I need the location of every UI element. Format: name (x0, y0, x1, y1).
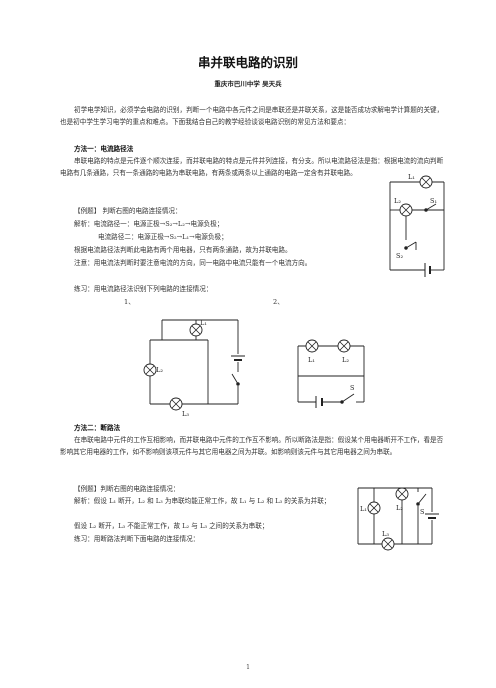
method1-note: 注意：用电流法判断时要注意电流的方向，同一电路中电流只能有一个电流方向。 (74, 259, 312, 267)
method2-heading: 方法二：断路法 (74, 424, 121, 432)
label-l1: L₁ (200, 319, 207, 327)
bulb-l1-icon (419, 175, 433, 189)
bulb-l1-icon (367, 501, 381, 515)
practice-number-2: 2、 (273, 298, 284, 306)
battery-icon (424, 263, 431, 277)
label-l3: L₃ (182, 410, 189, 418)
bulb-l2-icon (337, 339, 351, 353)
battery-icon (231, 354, 245, 362)
label-s: S (420, 508, 424, 516)
page-title: 串并联电路的识别 (197, 55, 298, 70)
label-l2: L₂ (396, 504, 403, 512)
method2-practice: 练习：用断路法判断下面电路的连接情况： (74, 535, 200, 543)
label-l1: L₁ (360, 505, 367, 513)
battery-icon (425, 512, 439, 520)
method2-example: 【例题】判断右图的电路连接情况： (74, 485, 180, 493)
label-s1: S₁ (430, 197, 437, 205)
label-l2: L₂ (156, 366, 163, 374)
circuit-example-1: L₁ L₂ S₁ S₂ (389, 173, 445, 277)
battery-icon (315, 396, 323, 408)
label-l1: L₁ (308, 356, 315, 364)
practice-number-1: 1、 (124, 298, 135, 306)
bulb-l1-icon (305, 339, 319, 353)
switch-s-icon (231, 372, 241, 386)
method2-analysis-1: 解析：假设 L₁ 断开，L₂ 和 L₃ 为串联均能正常工作，故 L₁ 与 L₂ … (74, 497, 331, 505)
method2-description: 在串联电路中元件的工作互相影响，而并联电路中元件的工作互不影响。所以断路法是指：… (60, 436, 444, 457)
bulb-l2-icon (395, 487, 409, 501)
method1-analysis-1: 解析：电流路径一：电源正极→S₂→L₂→电源负极； (74, 220, 224, 228)
method1-conclusion: 根据电流路径法判断此电路有两个用电器，只有两条通路，故为并联电路。 (74, 246, 292, 254)
method1-practice: 练习：用电流路径法识别下列电路的连接情况： (74, 285, 213, 293)
switch-s-icon (414, 492, 427, 506)
bulb-l3-icon (169, 397, 183, 411)
circuit-example-2: L₁ L₂ L₃ S (357, 487, 439, 551)
method1-example: 【例题】 判断右图的电路连接情况： (74, 207, 182, 215)
label-l3: L₃ (382, 530, 389, 538)
label-l2: L₂ (394, 197, 401, 205)
method1-description: 串联电路的特点是元件逐个顺次连接，而并联电路的特点是元件并列连接，有分支。所以电… (60, 157, 444, 178)
bulb-l2-icon (143, 363, 157, 377)
circuit-practice-1: L₁ L₂ L₃ (143, 319, 245, 418)
circuit-practice-2: L₁ L₂ S (297, 339, 365, 408)
label-l1: L₁ (408, 173, 415, 181)
page-number: 1 (246, 664, 250, 671)
intro-paragraph: 初学电学知识，必须学会电路的识别，判断一个电路中各元件之间是串联还是并联关系，这… (60, 106, 444, 127)
bulb-l3-icon (381, 537, 395, 551)
switch-s1-icon (424, 203, 437, 212)
label-s2: S₂ (396, 252, 403, 260)
label-l2: L₂ (342, 356, 349, 364)
method1-analysis-2: 电流路径二：电源正极→S₂→L₁→电源负极； (98, 233, 228, 241)
author-line: 重庆市巴川中学 吴天兵 (214, 80, 282, 88)
label-s: S (350, 384, 354, 392)
bulb-l1-icon (189, 323, 203, 337)
switch-s-icon (340, 393, 364, 404)
method1-heading: 方法一：电流路径法 (74, 145, 134, 153)
method2-analysis-2: 假设 L₂ 断开，L₃ 不能正常工作，故 L₂ 与 L₃ 之间的关系为串联； (74, 522, 269, 530)
switch-s2-icon (404, 230, 417, 250)
bulb-l2-icon (399, 203, 413, 217)
